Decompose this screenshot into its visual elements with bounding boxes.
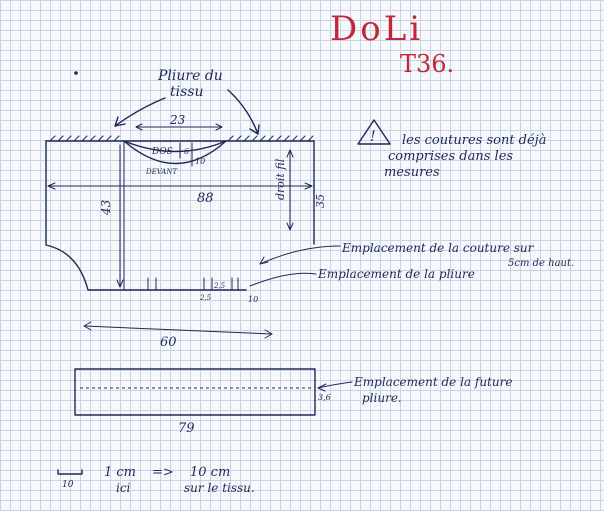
scale-arrow: => xyxy=(152,465,174,480)
pleat-mid-value: 2,5 xyxy=(213,282,226,290)
pleat-width-value: 10 xyxy=(248,295,258,304)
height-arrow xyxy=(116,279,124,288)
scale-line2b: sur le tissu. xyxy=(184,481,255,495)
fold-label-line2: tissu xyxy=(170,84,204,100)
pleat-pointer xyxy=(249,272,317,287)
future-fold-pointer xyxy=(317,381,353,389)
fold-arrow-left xyxy=(114,97,166,127)
seam-label-line1: Emplacement de la couture sur xyxy=(341,241,535,255)
side-height-value: 35 xyxy=(314,194,327,208)
band-length-value: 79 xyxy=(178,421,195,436)
scale-line1a: 1 cm xyxy=(104,465,136,480)
warning-line3: mesures xyxy=(384,165,440,180)
neckline-front xyxy=(123,140,227,165)
fold-hatching xyxy=(49,135,314,142)
total-width-arrows xyxy=(47,182,313,190)
warning-icon xyxy=(357,119,391,145)
piece-outline xyxy=(45,140,315,291)
seam-pointer xyxy=(259,245,341,265)
warning-mark: ! xyxy=(370,129,376,145)
neck-width-value: 23 xyxy=(169,113,186,127)
future-fold-line1: Emplacement de la future xyxy=(353,375,512,389)
future-fold-line2: pliure. xyxy=(362,391,402,405)
back-label: DOS xyxy=(151,147,173,157)
fold-label-line1: Pliure du xyxy=(157,68,223,84)
fold-arrow-left-head xyxy=(114,116,126,127)
warning-line2: comprises dans les xyxy=(388,149,513,164)
pattern-size: T36. xyxy=(400,50,454,78)
grain-arrows xyxy=(286,149,294,231)
scale-line1b: 10 cm xyxy=(190,465,230,480)
waist-arrows xyxy=(83,321,273,339)
waist-value: 60 xyxy=(160,335,177,350)
grain-label: droit fil xyxy=(274,158,287,200)
neckline-back xyxy=(123,140,227,153)
neck-width-arrows xyxy=(135,123,223,131)
future-fold-pointer-head xyxy=(317,383,327,392)
total-width-value: 88 xyxy=(197,191,214,206)
height-value: 43 xyxy=(99,199,113,216)
front-label: DEVANT xyxy=(145,168,178,176)
depth-front-value: 10 xyxy=(195,157,205,166)
scale-bar xyxy=(57,469,83,475)
pattern-title: DoLi xyxy=(330,9,423,49)
pleat-label: Emplacement de la pliure xyxy=(317,267,475,281)
band-piece: 79 3,6 xyxy=(74,368,331,436)
band-outline xyxy=(74,368,316,416)
fold-arrow-right-head xyxy=(249,124,260,135)
seam-pointer-head xyxy=(259,256,269,265)
band-height-value: 3,6 xyxy=(318,393,331,402)
main-pattern-piece: 23 DOS DEVANT 6 10 88 43 droit fil 35 2,… xyxy=(45,113,327,304)
scale-line2a: ici xyxy=(116,481,131,495)
depth-back-value: 6 xyxy=(184,147,189,156)
scale-bar-label: 10 xyxy=(62,480,74,490)
waist-line xyxy=(83,325,273,335)
warning-line1: les coutures sont déjà xyxy=(402,133,546,148)
ink-dot xyxy=(74,71,78,75)
pleat-small-value: 2,5 xyxy=(199,294,212,302)
seam-label-line2: 5cm de haut. xyxy=(508,258,574,269)
pleat-marks xyxy=(147,277,239,291)
fold-arrow-right xyxy=(227,89,259,135)
